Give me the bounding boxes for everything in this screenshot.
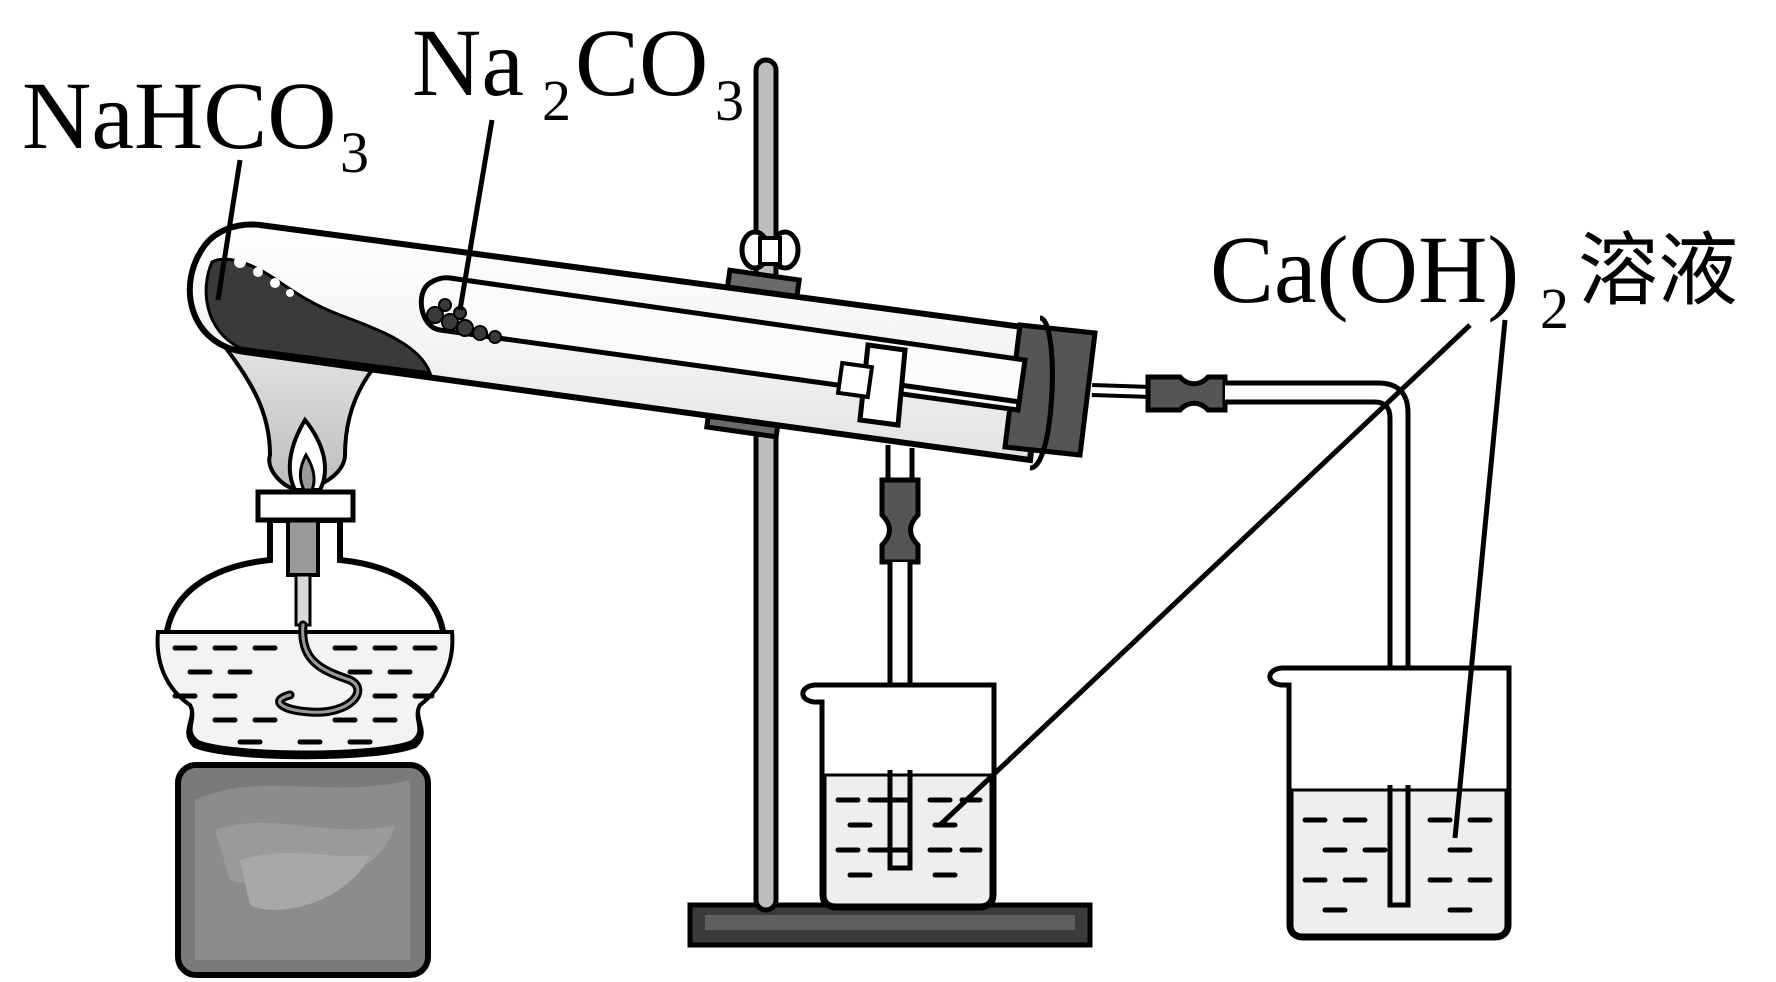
- label-na2co3-part2: CO: [575, 9, 708, 116]
- side-rubber-connector: [879, 477, 921, 565]
- label-na2co3: Na 2 CO 3: [412, 9, 744, 133]
- leader-caoh2-left: [938, 323, 1472, 827]
- right-beaker: [1267, 665, 1512, 941]
- label-na2co3-sub2: 3: [715, 68, 744, 133]
- label-caoh2-part1: Ca(OH): [1210, 216, 1519, 323]
- label-nahco3-sub: 3: [340, 120, 369, 185]
- stand-base-highlight: [705, 915, 1075, 930]
- na2co3-solid: [426, 298, 502, 344]
- nahco3-grains: [234, 256, 294, 297]
- inner-tube-valve: [835, 360, 875, 400]
- wooden-block: [175, 762, 431, 978]
- alcohol-lamp: [155, 489, 455, 760]
- left-beaker: [800, 682, 997, 911]
- left-beaker-liquid-dashes: [835, 797, 983, 878]
- right-rubber-connector: [1145, 374, 1228, 413]
- leader-lines: [215, 119, 1508, 839]
- label-na2co3-part1: Na: [412, 9, 524, 116]
- lamp-collar: [255, 489, 356, 523]
- label-na2co3-sub1: 2: [542, 68, 571, 133]
- right-beaker-liquid-dashes: [1302, 817, 1493, 913]
- stand-rod: [753, 57, 779, 913]
- leader-caoh2-right: [1452, 319, 1508, 839]
- leader-na2co3: [457, 119, 495, 311]
- label-nahco3: NaHCO 3: [22, 62, 369, 185]
- nahco3-solid: [204, 257, 433, 375]
- lamp-liquid-dashes: [172, 645, 438, 745]
- label-caoh2: Ca(OH) 2 溶液: [1210, 216, 1738, 341]
- leader-nahco3: [215, 159, 243, 301]
- flame-inner: [299, 451, 316, 492]
- clamp-screw: [739, 229, 801, 271]
- label-caoh2-sub: 2: [1540, 276, 1569, 341]
- label-caoh2-part2: 溶液: [1578, 224, 1738, 317]
- inner-test-tube: [418, 275, 1028, 428]
- label-nahco3-main: NaHCO: [22, 62, 337, 169]
